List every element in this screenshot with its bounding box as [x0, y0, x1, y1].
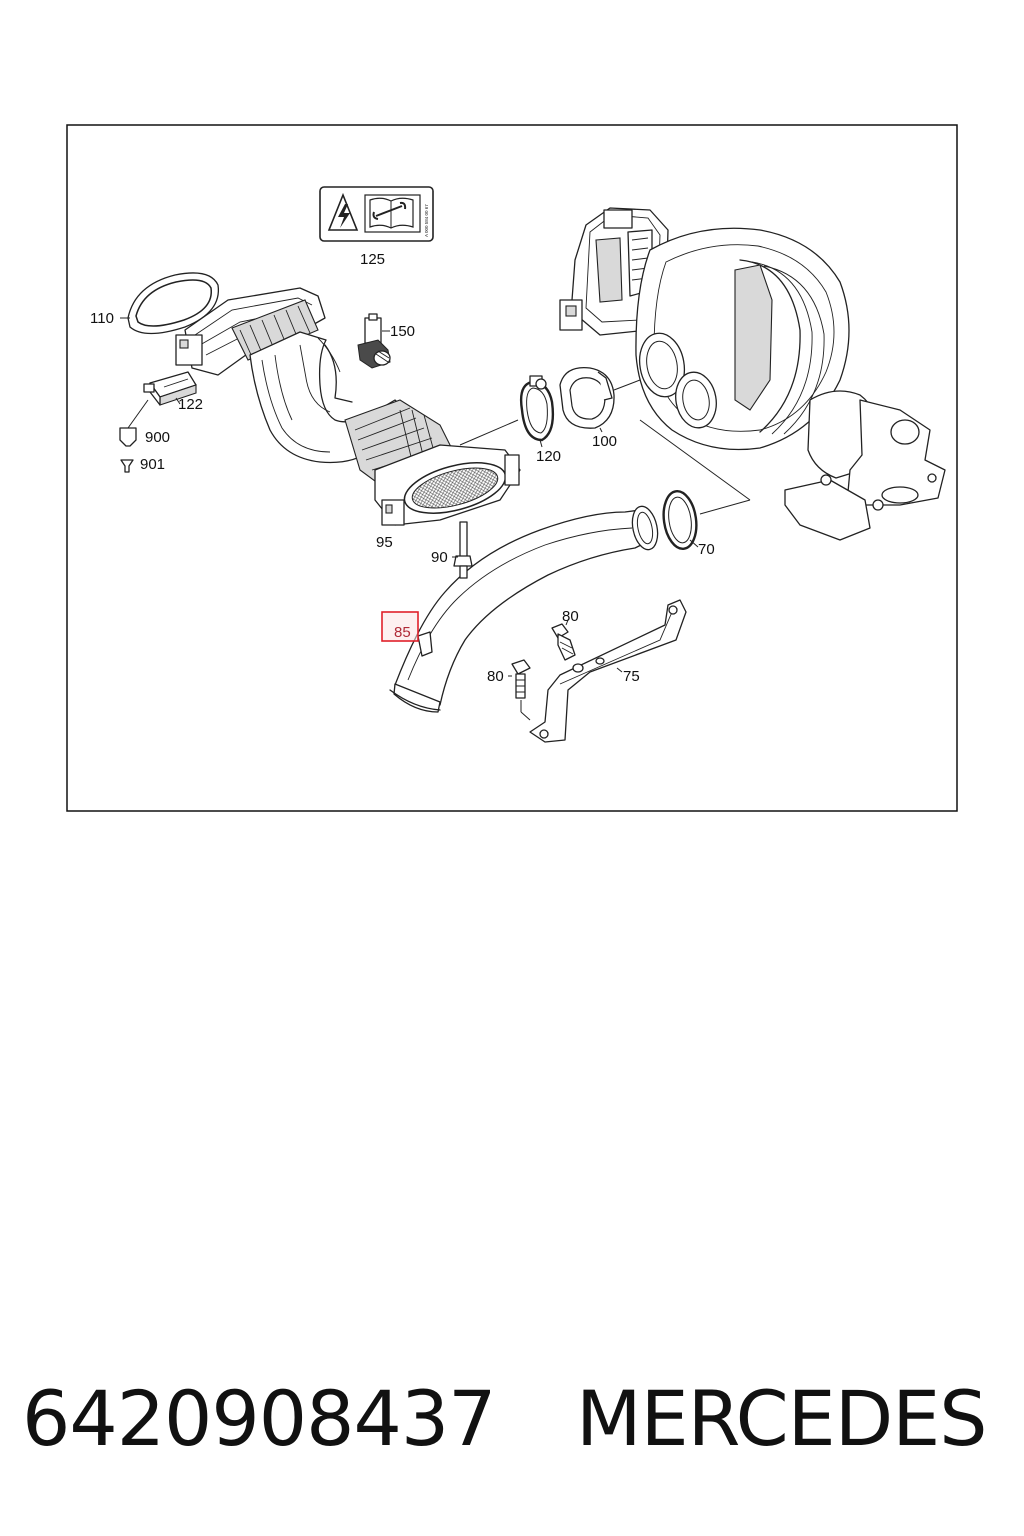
warning-label-code: A 000 584 00 67: [424, 204, 429, 237]
callout-80-upper[interactable]: 80: [562, 608, 579, 625]
warning-label[interactable]: A 000 584 00 67: [319, 186, 434, 242]
turbocharger: [559, 207, 946, 541]
callout-150[interactable]: 150: [390, 323, 415, 340]
workshop-manual-icon: [364, 194, 421, 233]
callout-90[interactable]: 90: [431, 549, 448, 566]
callout-110[interactable]: 110: [90, 310, 114, 327]
bolt-80-upper[interactable]: [551, 623, 576, 661]
diagram-frame: [66, 124, 958, 812]
highlight-box-85: [381, 611, 419, 642]
bolt-80-lower[interactable]: [511, 659, 531, 699]
connector-122[interactable]: [143, 371, 197, 406]
bracket-75[interactable]: [529, 599, 687, 743]
callout-95[interactable]: 95: [376, 534, 393, 551]
parts-diagram: A 000 584 00 67 125 110: [66, 124, 958, 812]
callout-125[interactable]: 125: [360, 251, 385, 268]
brand-name: MERCEDES: [576, 1374, 987, 1463]
callout-85[interactable]: 85: [394, 624, 411, 641]
hose-clamp-120[interactable]: [519, 375, 555, 442]
callout-70[interactable]: 70: [698, 541, 715, 558]
callout-120[interactable]: 120: [536, 448, 561, 465]
sensor-150[interactable]: [357, 313, 391, 369]
charge-air-pipe-85[interactable]: [389, 504, 661, 713]
footer: 6420908437 MERCEDES: [0, 1364, 1024, 1474]
callout-80-lower[interactable]: 80: [487, 668, 504, 685]
callout-901[interactable]: 901: [140, 456, 165, 473]
callout-122[interactable]: 122: [178, 396, 203, 413]
sealing-ring-110[interactable]: [127, 272, 220, 335]
part-901[interactable]: [120, 459, 134, 473]
callout-100[interactable]: 100: [592, 433, 617, 450]
bolt-90[interactable]: [453, 521, 473, 579]
o-ring-70[interactable]: [660, 489, 700, 551]
intake-duct-95[interactable]: [175, 287, 521, 526]
part-900[interactable]: [119, 399, 149, 447]
callout-900[interactable]: 900: [145, 429, 170, 446]
callout-75[interactable]: 75: [623, 668, 640, 685]
part-number: 6420908437: [22, 1374, 497, 1463]
sleeve-100[interactable]: [559, 366, 615, 429]
high-voltage-warning-icon: [327, 192, 359, 231]
